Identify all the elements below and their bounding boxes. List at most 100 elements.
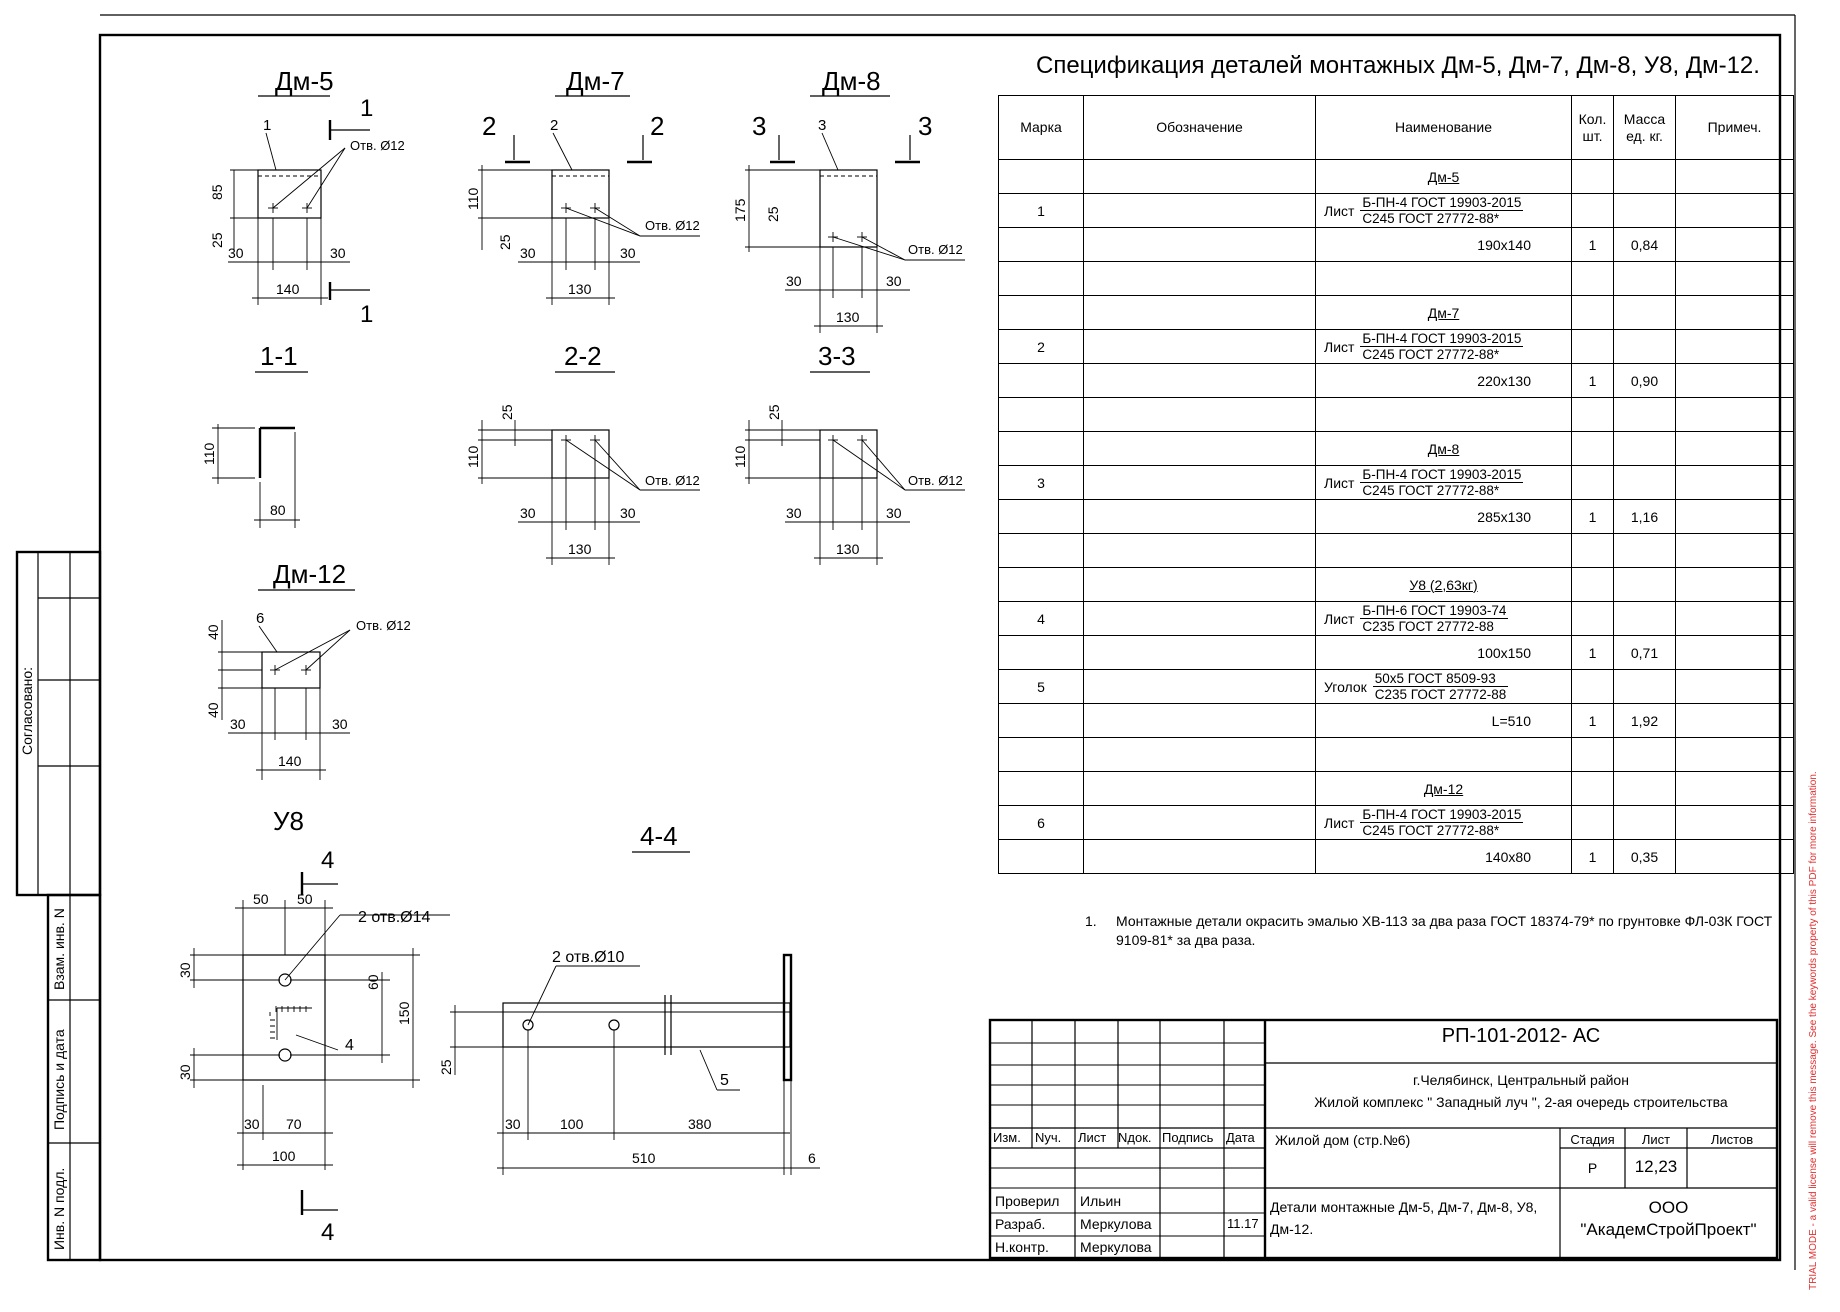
title-block-grid [988,1018,1779,1260]
dm12-pos: 6 [256,610,264,627]
u8-d7: 70 [286,1116,302,1132]
s44-d0: 25 [438,1059,454,1075]
section-4-4: 4-4 2 отв.Ø10 5 25 30 100 380 510 6 [438,821,820,1175]
table-row: Дм-5 [998,159,1794,194]
dev-date: 11.17 [1227,1216,1259,1231]
detail-dm12: Дм-12 6 Отв. Ø12 40 40 30 30 140 [205,559,411,780]
dm8-d1: 25 [765,206,781,222]
u8-title: У8 [273,806,304,836]
table-row [998,261,1794,296]
section-1-1: 1-1 110 80 [201,341,308,528]
specification-table: Марка Обозначение Наименование Кол.шт. М… [998,95,1794,874]
dm12-d2: 30 [230,716,246,732]
col-podpis: Подпись [1162,1130,1214,1145]
dm7-d4: 130 [568,281,592,297]
dm5-pos: 1 [263,117,271,134]
checked-name: Ильин [1080,1193,1122,1209]
s33-d4: 130 [836,541,860,557]
s22-d3: 30 [620,505,636,521]
dm7-pos: 2 [550,117,558,134]
podpis-label: Подпись и дата [51,1029,67,1130]
drawing-title: Детали монтажные Дм-5, Дм-7, Дм-8, У8, Д… [1270,1199,1538,1237]
dm5-d2: 30 [228,245,244,261]
col-designation: Обозначение [1083,95,1316,160]
general-note: 1. Монтажные детали окрасить эмалью ХВ-1… [1085,913,1773,948]
section-3-3: 3-3 Отв. Ø12 25 110 30 30 130 [732,341,965,565]
u8-d3: 60 [365,974,381,990]
s44-title: 4-4 [640,821,678,851]
vzam-label: Взам. инв. N [51,908,67,990]
s33-d1: 110 [732,445,748,468]
s33-title: 3-3 [818,341,856,371]
col-data: Дата [1226,1130,1255,1145]
dm8-d4: 130 [836,309,860,325]
dm7-d3: 30 [620,245,636,261]
s22-hole: Отв. Ø12 [645,473,700,488]
stage-value: Р [1587,1160,1598,1176]
dm7-sec-r: 2 [650,111,664,141]
col-ndok: Nдок. [1118,1130,1152,1145]
city-line: г.Челябинск, Центральный район [1413,1072,1629,1088]
detail-dm7: Дм-7 2 2 2 Отв. Ø12 110 25 30 30 130 [465,66,700,305]
sheet-label: Лист [1641,1132,1671,1147]
s44-pos: 5 [720,1072,729,1089]
dm5-d3: 30 [330,245,346,261]
dm5-title: Дм-5 [275,66,334,96]
dm7-d0: 110 [465,187,481,210]
dev-role: Разраб. [995,1216,1046,1232]
s22-title: 2-2 [564,341,602,371]
s44-d2: 100 [560,1116,584,1132]
trial-watermark: TRIAL MODE - a valid license will remove… [1808,771,1819,1290]
table-row: Дм-12 [998,771,1794,806]
dm8-d2: 30 [786,273,802,289]
dm7-title: Дм-7 [566,66,625,96]
s22-d1: 110 [465,445,481,468]
s33-hole: Отв. Ø12 [908,473,963,488]
s11-title: 1-1 [260,341,298,371]
u8-d2: 30 [177,962,193,978]
dm5-d4: 140 [276,281,300,297]
table-row [998,397,1794,432]
s22-d4: 130 [568,541,592,557]
col-nuch: Nуч. [1035,1130,1062,1145]
spec-header-row: Марка Обозначение Наименование Кол.шт. М… [998,95,1794,160]
s44-d3: 380 [688,1116,712,1132]
dm8-pos: 3 [818,117,826,134]
table-row [998,737,1794,772]
dm12-title: Дм-12 [273,559,346,589]
dm8-sec-r: 3 [918,111,932,141]
sheet-value: 12,23 [1634,1157,1678,1176]
table-row: Дм-8 [998,431,1794,466]
title-block: РП-101-2012- АС г.Челябинск, Центральный… [990,1020,1777,1258]
detail-dm8: Дм-8 3 3 3 Отв. Ø12 175 25 30 30 130 [732,66,965,333]
object-line: Жилой дом (стр.№6) [1275,1132,1411,1148]
dm12-hole: Отв. Ø12 [356,618,411,633]
dm8-sec-l: 3 [752,111,766,141]
dm7-d1: 25 [497,234,513,250]
col-izm: Изм. [993,1130,1021,1145]
u8-sec-top: 4 [321,847,334,874]
dev-name: Меркулова [1080,1216,1152,1232]
dm5-d1: 25 [209,232,225,248]
col-note: Примеч. [1675,95,1794,160]
dm5-d0: 85 [209,184,225,200]
col-list: Лист [1078,1130,1107,1145]
side-stamp: Согласовано: Взам. инв. N Подпись и дата… [15,550,102,1262]
s33-d0: 25 [766,404,782,420]
dm8-hole: Отв. Ø12 [908,242,963,257]
dm5-sec-bot: 1 [360,301,373,328]
u8-holes: 2 отв.Ø14 [358,909,431,926]
org-top: ООО [1648,1198,1689,1217]
agreed-label: Согласовано: [19,667,35,755]
sheets-label: Листов [1710,1132,1754,1147]
